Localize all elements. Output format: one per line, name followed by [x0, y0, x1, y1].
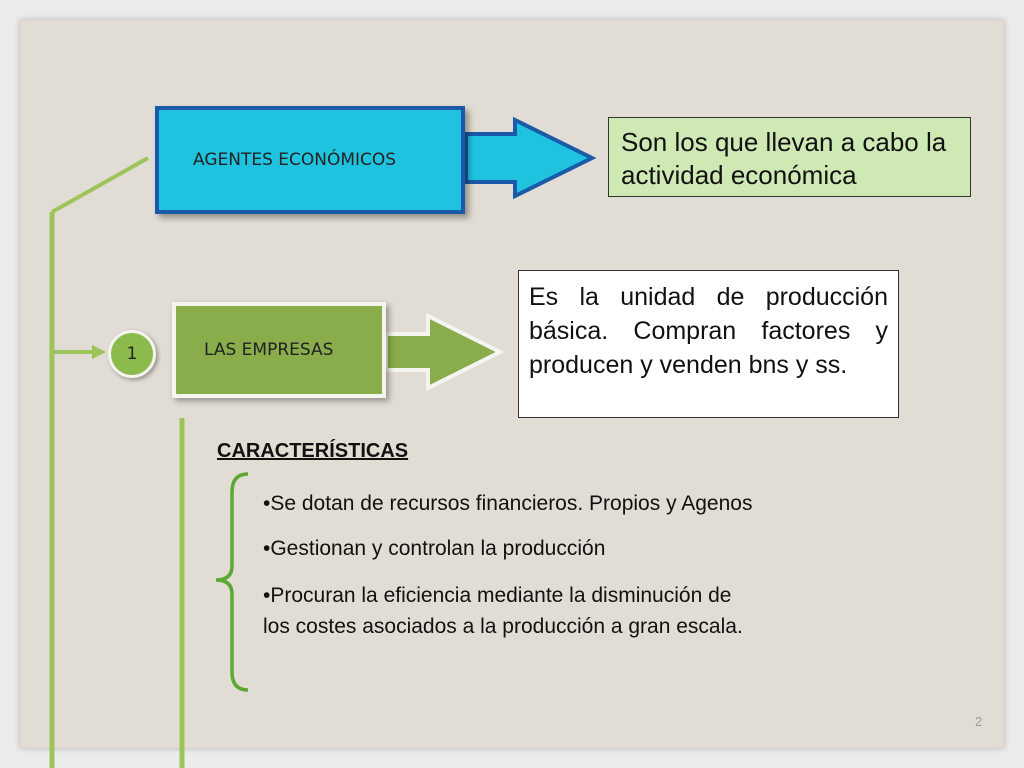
node-las-empresas: LAS EMPRESAS — [172, 302, 386, 398]
number-badge: 1 — [108, 330, 156, 378]
arrow-empresas — [384, 312, 505, 392]
branch-line-agentes — [51, 156, 149, 214]
curly-brace — [215, 472, 249, 692]
node-agentes-economicos: AGENTES ECONÓMICOS — [155, 106, 465, 214]
arrow-agentes — [464, 116, 597, 200]
characteristic-item-3: •Procuran la eficiencia mediante la dism… — [263, 584, 743, 638]
page-number: 2 — [975, 714, 983, 729]
branch-arrowhead — [92, 345, 106, 359]
characteristic-item-2: •Gestionan y controlan la producción — [263, 537, 606, 560]
node-agentes-label: AGENTES ECONÓMICOS — [193, 150, 397, 170]
definition-agentes: Son los que llevan a cabo la actividad e… — [608, 117, 971, 197]
definition-empresas: Es la unidad de producción básica. Compr… — [518, 270, 899, 418]
characteristics-heading: CARACTERÍSTICAS — [217, 440, 409, 462]
node-empresas-label: LAS EMPRESAS — [204, 340, 334, 360]
characteristic-item-1: •Se dotan de recursos financieros. Propi… — [263, 492, 753, 515]
